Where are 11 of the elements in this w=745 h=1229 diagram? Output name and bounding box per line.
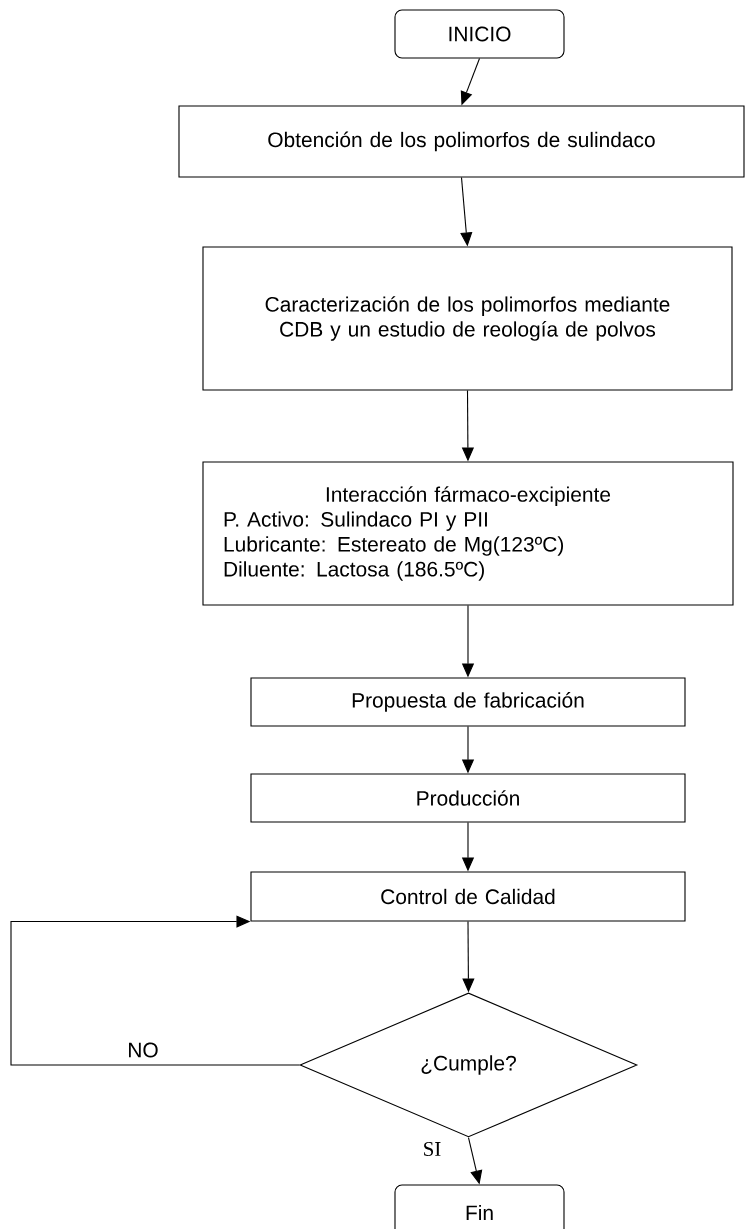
process-box: Propuesta de fabricación bbox=[250, 677, 686, 727]
process-box: Interacción fármaco-excipiente P. Activo: Sulindaco PI y PII Lubricante: Estereato de Mg(123ºC) Diluente: Lactosa (186.5ºC) bbox=[202, 461, 734, 606]
process-box: Obtención de los polimorfos de sulindaco bbox=[178, 105, 745, 178]
edge-label: NO bbox=[126, 1041, 160, 1059]
arrow bbox=[10, 915, 300, 1066]
process-box: Control de Calidad bbox=[250, 871, 686, 922]
terminal-box: Fin bbox=[394, 1184, 565, 1229]
edge-label: SI bbox=[421, 1140, 443, 1157]
terminal-box: INICIO bbox=[394, 9, 565, 59]
process-box: Producción bbox=[250, 773, 686, 823]
process-box: Caracterización de los polimorfos mediante CDB y un estudio de reología de polvos bbox=[202, 246, 733, 391]
